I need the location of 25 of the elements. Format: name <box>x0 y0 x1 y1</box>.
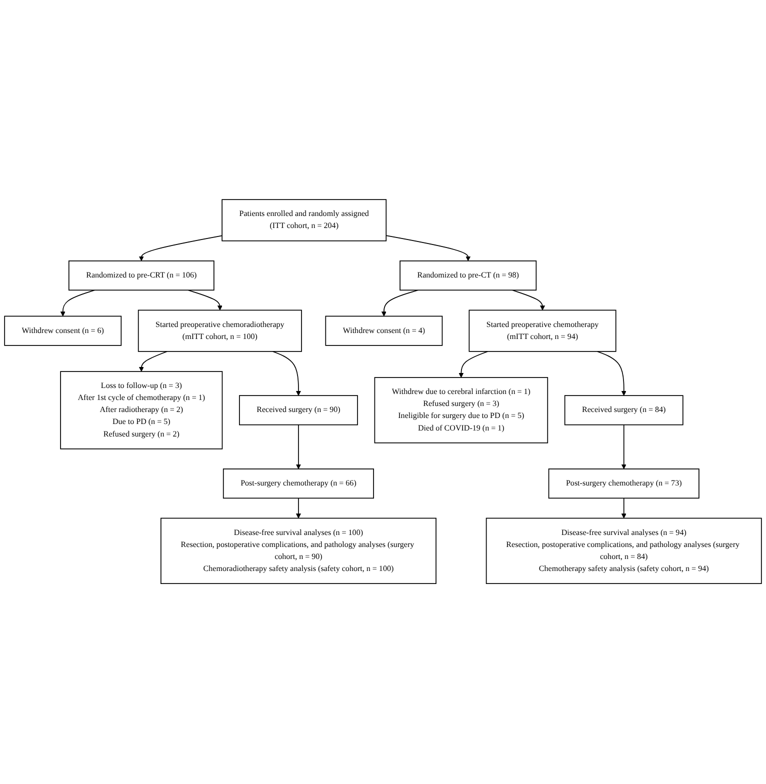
node-box: Withdrew consent (n = 6) <box>4 316 122 346</box>
arrow <box>296 498 301 519</box>
arrow <box>138 236 222 262</box>
node-box: Started preoperative chemoradiotherapy (mITT cohort, n = 100) <box>138 310 302 352</box>
node-box: Post-surgery chemotherapy (n = 73) <box>548 468 700 500</box>
node-box: Loss to follow-up (n = 3) After 1st cycle of chemotherapy (n = 1) After radiotherapy (n = 2) Due to PD (n = 5) Refused surgery (n = 2) <box>60 372 223 450</box>
node-box: Post-surgery chemotherapy (n = 66) <box>222 468 374 500</box>
arrow <box>458 351 488 378</box>
arrow <box>138 351 168 372</box>
node-box: Started preoperative chemotherapy (mITT cohort, n = 94) <box>468 310 616 352</box>
arrow <box>596 351 626 396</box>
node-box: Randomized to pre-CRT (n = 106) <box>68 260 214 291</box>
node-box: Randomized to pre-CT (n = 98) <box>400 260 537 291</box>
arrow <box>621 498 626 519</box>
arrow <box>621 424 626 470</box>
node-box: Disease-free survival analyses (n = 100) Resection, postoperative complications, and pathology analyses (surgery cohort, n = 90) Chemoradiotherapy safety analysis (safety cohort, n = 100) <box>160 518 436 584</box>
node-box: Withdrew due to cerebral infarction (n = 1) Refused surgery (n = 3) Ineligible for surgery due to PD (n = 5) Died of COVID-19 (n = 1) <box>374 378 548 444</box>
arrow <box>272 351 301 396</box>
node-box: Received surgery (n = 84) <box>564 396 684 426</box>
arrow <box>386 236 471 262</box>
node-box: Received surgery (n = 90) <box>239 396 358 426</box>
arrow <box>296 424 301 470</box>
node-box: Disease-free survival analyses (n = 94) Resection, postoperative complications, and pathology analyses (surgery cohort, n = 84) Chemotherapy safety analysis (safety cohort, n = 94) <box>486 518 762 584</box>
node-box: Withdrew consent (n = 4) <box>325 316 443 346</box>
node-box: Patients enrolled and randomly assigned (ITT cohort, n = 204) <box>222 200 387 242</box>
